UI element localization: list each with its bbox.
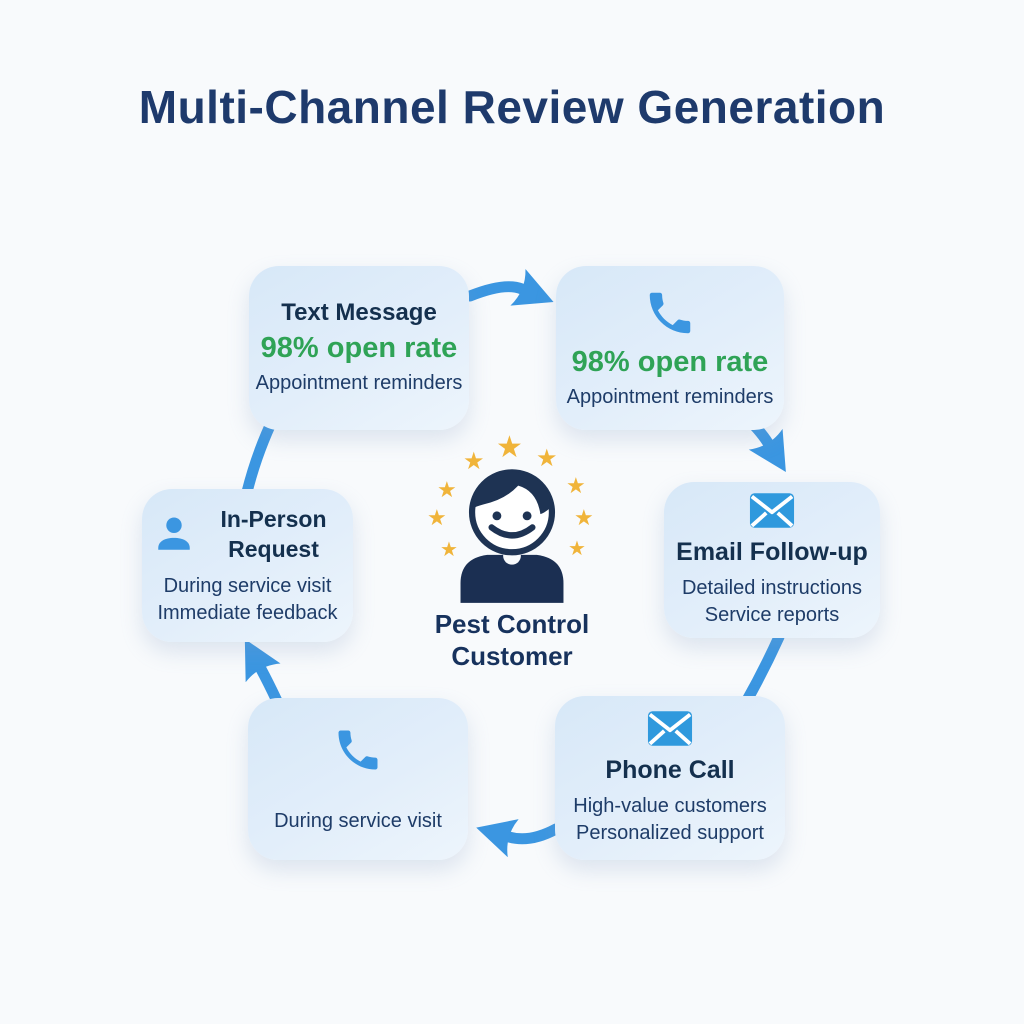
arrow-text-to-phone bbox=[464, 269, 554, 306]
phone-icon bbox=[332, 724, 384, 776]
star-icon: ★ bbox=[496, 431, 523, 464]
node-heading: Phone Call bbox=[605, 755, 735, 784]
node-heading: Email Follow-up bbox=[676, 537, 868, 566]
node-phone-call: Phone Call High-value customers Personal… bbox=[555, 696, 785, 860]
node-text-message: Text Message 98% open rate Appointment r… bbox=[249, 266, 469, 430]
star-icon: ★ bbox=[427, 505, 447, 530]
node-line: Service reports bbox=[704, 603, 840, 626]
open-rate-stat: 98% open rate bbox=[260, 332, 458, 364]
star-icon: ★ bbox=[574, 505, 594, 530]
node-line: High-value customers bbox=[573, 794, 767, 817]
star-icon: ★ bbox=[568, 538, 586, 560]
node-heading: In-Person Request bbox=[220, 506, 327, 562]
person-icon bbox=[153, 513, 195, 555]
envelope-icon bbox=[647, 710, 693, 747]
center-label-line1: Pest Control bbox=[434, 609, 590, 639]
page-title: Multi-Channel Review Generation bbox=[138, 81, 886, 133]
center-label-line2: Customer bbox=[451, 641, 573, 671]
star-icon: ★ bbox=[437, 477, 457, 502]
node-sms-phone: 98% open rate Appointment reminders bbox=[556, 266, 784, 430]
node-line: Detailed instructions bbox=[681, 576, 863, 599]
arrow-email-to-phonecall bbox=[740, 631, 785, 708]
envelope-icon bbox=[749, 492, 795, 529]
open-rate-stat: 98% open rate bbox=[571, 345, 769, 378]
star-icon: ★ bbox=[566, 473, 586, 498]
node-heading: Text Message bbox=[281, 299, 437, 326]
node-in-person-request: In-Person Request During service visit I… bbox=[142, 489, 353, 642]
node-line: During service visit bbox=[163, 575, 332, 597]
customer-face-icon bbox=[460, 469, 564, 603]
node-email-follow-up: Email Follow-up Detailed instructions Se… bbox=[664, 482, 880, 638]
node-line: Appointment reminders bbox=[255, 372, 463, 394]
customer-center: ★ ★ ★ ★ ★ ★ ★ ★ ★ Pest Control Customer bbox=[402, 431, 622, 680]
node-line: During service visit bbox=[274, 809, 442, 832]
star-icon: ★ bbox=[440, 539, 458, 561]
node-service-visit-phone: During service visit bbox=[248, 698, 468, 860]
phone-icon bbox=[643, 286, 697, 340]
node-line: Immediate feedback bbox=[157, 602, 338, 624]
star-icon: ★ bbox=[536, 445, 558, 472]
node-line: Personalized support bbox=[576, 821, 764, 844]
arrow-phonecall-to-visit bbox=[476, 819, 562, 858]
arrow-visit-to-inperson bbox=[244, 638, 283, 707]
star-icon: ★ bbox=[463, 448, 485, 475]
center-label: Pest Control Customer bbox=[402, 608, 622, 672]
node-line: Appointment reminders bbox=[566, 385, 774, 408]
